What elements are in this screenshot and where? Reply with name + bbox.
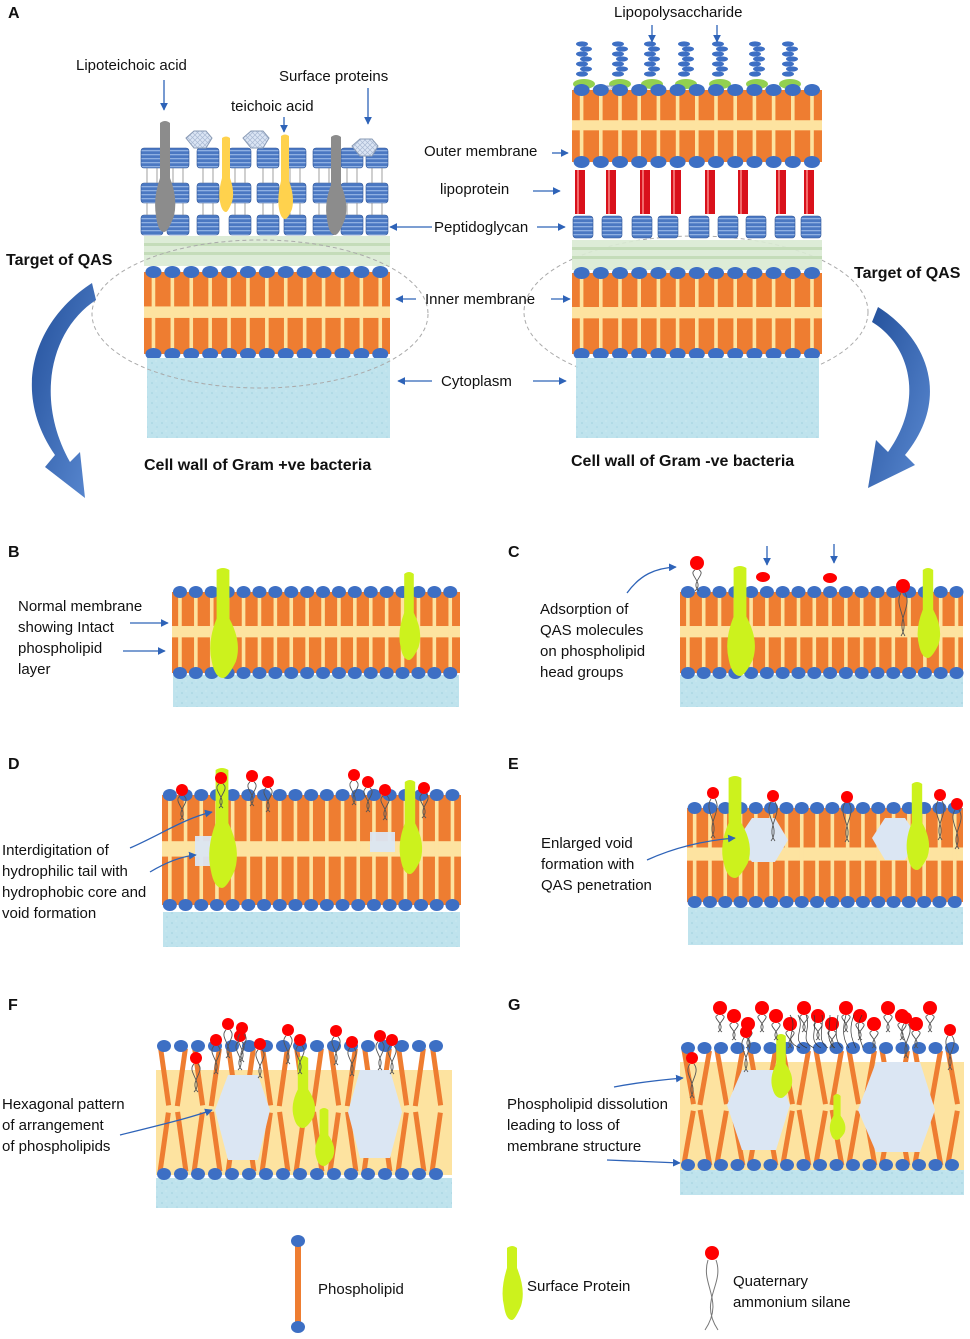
gram-pos-peptidoglycan [140, 147, 389, 236]
panel-c-arrows [626, 544, 838, 594]
panel-g-description: Phospholipid dissolution leading to loss… [507, 1096, 668, 1155]
panel-d-membrane [162, 768, 461, 947]
panel-c-letter: C [508, 544, 520, 561]
label-teichoic-acid: teichoic acid [231, 98, 314, 115]
gram-pos-cytoplasm [147, 358, 390, 438]
label-cytoplasm: Cytoplasm [441, 373, 512, 390]
label-target-of-qas-right: Target of QAS [854, 265, 961, 282]
teichoic-acid-shape [219, 134, 293, 219]
label-inner-membrane: Inner membrane [425, 291, 536, 308]
legend-phospholipid-label: Phospholipid [318, 1281, 404, 1298]
panel-b-arrows [123, 619, 169, 655]
panel-g-arrows [606, 1074, 684, 1167]
label-lipopolysaccharide: Lipopolysaccharide [614, 4, 743, 21]
target-arrow-left [31, 283, 96, 498]
panel-a-letter: A [8, 5, 20, 22]
panel-f-membrane [156, 1018, 452, 1208]
gram-neg-inner-membrane [572, 267, 822, 360]
legend-qas-symbol [704, 1246, 719, 1331]
label-peptidoglycan: Peptidoglycan [434, 219, 529, 236]
panel-d-description: Interdigitation of hydrophilic tail with… [2, 842, 147, 922]
legend-surface-protein-symbol [502, 1246, 523, 1320]
panel-f-arrows [119, 1108, 213, 1136]
panel-f-description: Hexagonal pattern of arrangement of phos… [2, 1096, 125, 1155]
label-surface-proteins: Surface proteins [279, 68, 389, 85]
gram-neg-cytoplasm [576, 358, 819, 438]
panel-b-membrane [172, 568, 460, 707]
legend-phospholipid-symbol [291, 1235, 305, 1333]
gram-negative-title: Cell wall of Gram -ve bacteria [571, 453, 795, 470]
panel-d-letter: D [8, 756, 20, 773]
target-ellipse-left [91, 239, 429, 389]
label-lipoprotein: lipoprotein [440, 181, 510, 198]
panel-e-arrows [646, 834, 736, 861]
legend-qas-label: Quaternary ammonium silane [733, 1273, 851, 1311]
gram-pos-inner-membrane [144, 266, 390, 360]
panel-a-arrows [160, 25, 721, 385]
gram-neg-lipoprotein [575, 170, 814, 214]
gram-neg-peptidoglycan [572, 215, 822, 239]
gram-negative-wall [572, 41, 822, 438]
panel-g-letter: G [508, 997, 521, 1014]
panel-g-membrane [680, 1001, 964, 1195]
legend-surface-protein-label: Surface Protein [527, 1278, 631, 1295]
target-ellipse-right [523, 235, 869, 389]
panel-d-arrows [129, 809, 213, 873]
panel-e-letter: E [508, 756, 519, 773]
panel-f-letter: F [8, 997, 18, 1014]
panel-b-letter: B [8, 544, 20, 561]
panel-c-membrane [680, 556, 964, 707]
label-lipoteichoic-acid: Lipoteichoic acid [76, 57, 187, 74]
gram-positive-title: Cell wall of Gram +ve bacteria [144, 457, 372, 474]
panel-e-membrane [687, 776, 963, 945]
lipoteichoic-acid-shape [155, 121, 347, 235]
surface-protein-hexagons [185, 130, 379, 157]
gram-neg-outer-membrane [572, 84, 822, 168]
label-target-of-qas-left: Target of QAS [6, 252, 113, 269]
gram-positive-wall [140, 121, 390, 438]
target-arrow-right [868, 307, 930, 488]
label-outer-membrane: Outer membrane [424, 143, 538, 160]
panel-c-description: Adsorption of QAS molecules on phospholi… [540, 601, 646, 681]
panel-b-description: Normal membrane showing Intact phospholi… [18, 598, 143, 678]
panel-e-description: Enlarged void formation with QAS penetra… [541, 835, 652, 894]
